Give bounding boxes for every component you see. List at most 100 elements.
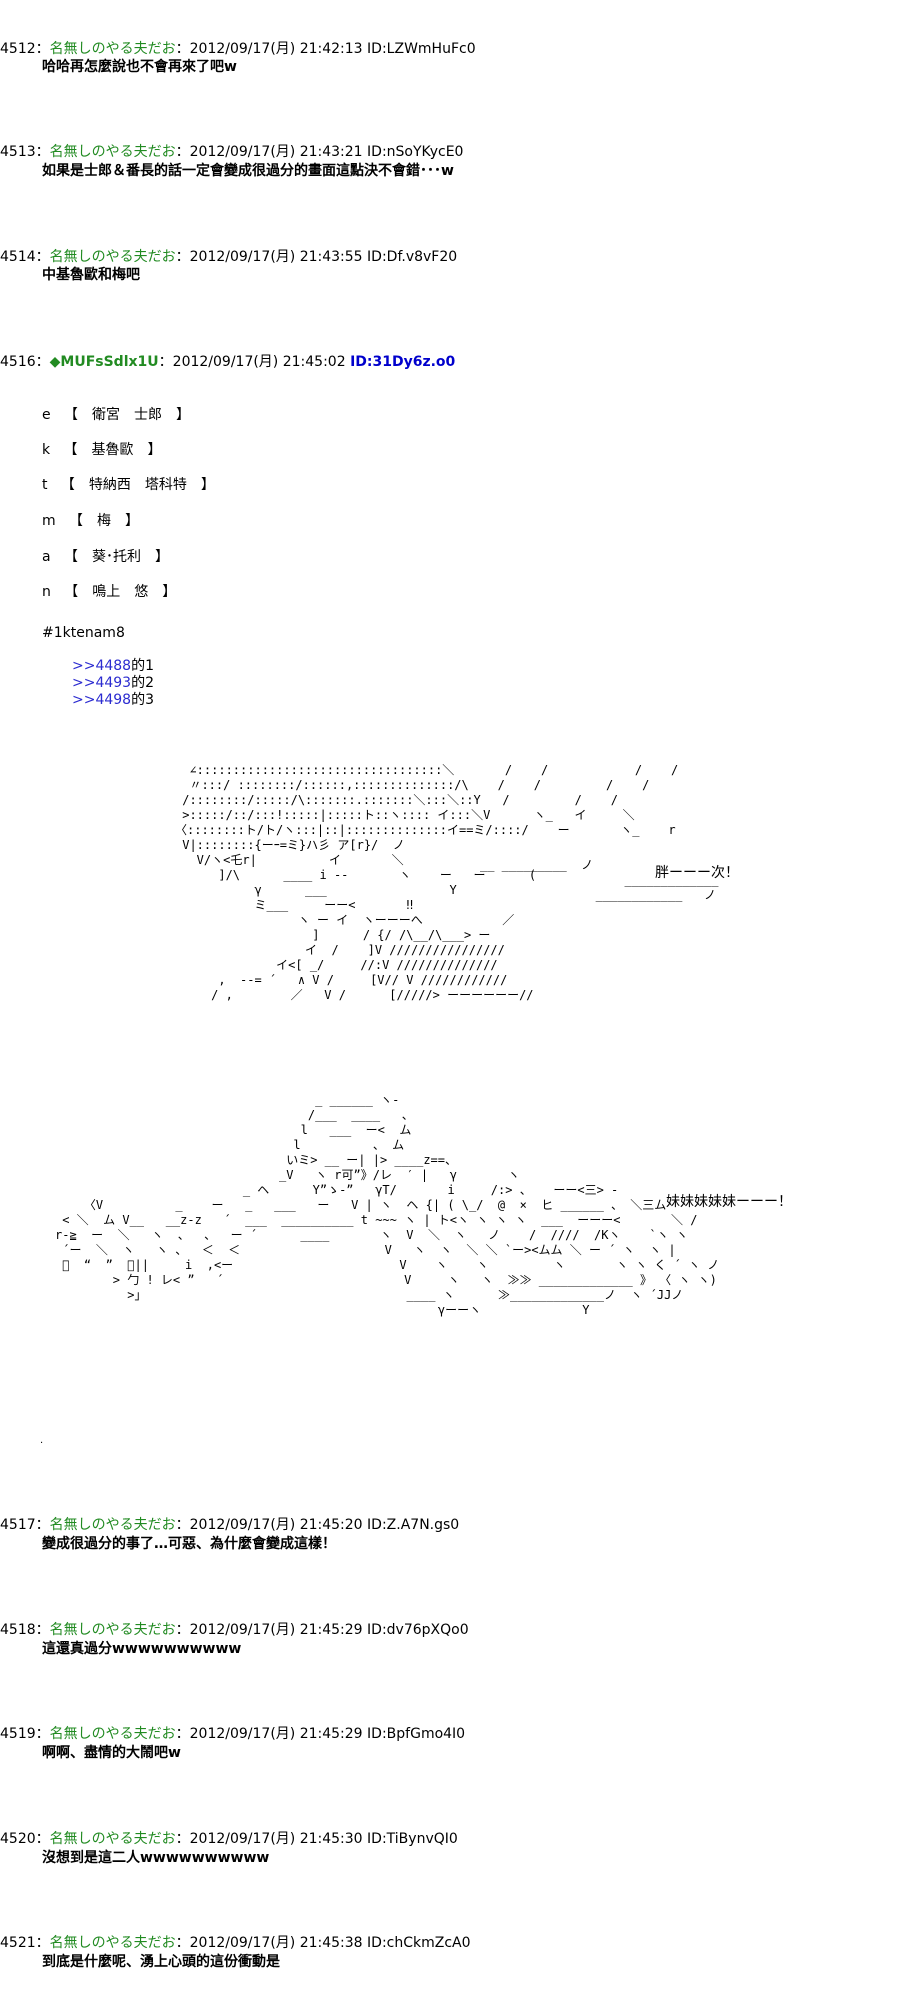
poster-id: ID:Df.v8vF20: [367, 249, 458, 265]
separator: ：: [35, 1622, 50, 1638]
poster-id[interactable]: ID:31Dy6z.o0: [350, 354, 456, 370]
post-body-4512: 哈哈再怎麼說也不會再來了吧w: [42, 59, 237, 75]
post-datetime: 2012/09/17(月) 21:42:13: [189, 41, 363, 57]
poster-name[interactable]: 名無しのやる夫だお: [49, 41, 176, 57]
post-body-4517: 變成很過分的事了…可惡、為什麼會變成這樣！: [42, 1536, 336, 1552]
role-value: 【 葵･托利 】: [63, 549, 169, 565]
post-header-4516: 4516：◆MUFsSdlx1U：2012/09/17(月) 21:45:02 …: [0, 353, 455, 371]
poster-name[interactable]: 名無しのやる夫だお: [49, 1831, 176, 1847]
post-datetime: 2012/09/17(月) 21:45:38: [189, 1935, 363, 1951]
poster-name[interactable]: 名無しのやる夫だお: [49, 1517, 176, 1533]
role-value: 【 特納西 塔科特 】: [60, 477, 215, 493]
separator: ：: [175, 144, 190, 160]
anchor-line: >>4498的3: [72, 692, 154, 708]
poster-trip[interactable]: ◆MUFsSdlx1U: [49, 354, 159, 370]
ascii-art-1-lines: __ _________ ノ _____________ ___________…: [480, 858, 719, 902]
separator: ：: [175, 41, 190, 57]
separator: ：: [35, 354, 50, 370]
separator: ：: [35, 249, 50, 265]
post-body-4513: 如果是士郎＆番長的話一定會變成很過分的畫面這點決不會錯･･･w: [42, 163, 454, 179]
ascii-art-1: ∠::::::::::::::::::::::::::::::::::＼ / /…: [175, 763, 679, 1002]
post-body-4521: 到底是什麼呢、湧上心頭的這份衝動是: [42, 1954, 280, 1970]
poster-id: ID:BpfGmo4I0: [367, 1726, 466, 1742]
poster-id: ID:dv76pXQo0: [367, 1622, 469, 1638]
post-datetime: 2012/09/17(月) 21:43:21: [189, 144, 363, 160]
role-key: k: [42, 442, 51, 458]
post-number: 4513: [0, 144, 36, 160]
post-tag: #1ktenam8: [42, 625, 125, 641]
role-line: t 【 特納西 塔科特 】: [42, 476, 215, 494]
role-key: n: [42, 584, 51, 600]
anchor-link[interactable]: >>4498: [72, 692, 132, 708]
role-value: 【 基魯歐 】: [63, 442, 162, 458]
anchor-link[interactable]: >>4493: [72, 675, 132, 691]
post-datetime: 2012/09/17(月) 21:45:29: [189, 1622, 363, 1638]
poster-id: ID:TiBynvQI0: [367, 1831, 458, 1847]
post-number: 4518: [0, 1622, 36, 1638]
post-datetime: 2012/09/17(月) 21:45:20: [189, 1517, 363, 1533]
post-body-4520: 沒想到是這二人wwwwwwwwww: [42, 1850, 270, 1866]
art-caption-2: 妹妹妹妹妹ーーー！: [666, 1194, 792, 1210]
ascii-art-2: _ ______ ヽ- /___ ____ 、 l ___ ー< ム l 、 ム…: [55, 1093, 720, 1317]
role-key: m: [42, 513, 56, 529]
role-line: n 【 鳴上 悠 】: [42, 583, 176, 601]
anchor-line: >>4493的2: [72, 675, 154, 691]
separator: ：: [158, 354, 173, 370]
post-number: 4520: [0, 1831, 36, 1847]
separator: ：: [175, 1935, 190, 1951]
anchor-link[interactable]: >>4488: [72, 658, 132, 674]
role-key: e: [42, 407, 51, 423]
post-header-4514: 4514：名無しのやる夫だお：2012/09/17(月) 21:43:55 ID…: [0, 248, 457, 266]
separator: ：: [35, 1726, 50, 1742]
post-datetime: 2012/09/17(月) 21:45:29: [189, 1726, 363, 1742]
poster-id: ID:LZWmHuFc0: [367, 41, 476, 57]
separator: ：: [175, 1726, 190, 1742]
role-line: e 【 衛宮 士郎 】: [42, 406, 190, 424]
separator: ：: [175, 1622, 190, 1638]
anchor-line: >>4488的1: [72, 658, 154, 674]
post-number: 4514: [0, 249, 36, 265]
stray-mark: ·: [40, 1438, 44, 1449]
poster-name[interactable]: 名無しのやる夫だお: [49, 1726, 176, 1742]
separator: ：: [35, 144, 50, 160]
post-header-4521: 4521：名無しのやる夫だお：2012/09/17(月) 21:45:38 ID…: [0, 1934, 471, 1952]
post-number: 4517: [0, 1517, 36, 1533]
anchor-suffix: 的2: [131, 675, 155, 691]
role-key: t: [42, 477, 48, 493]
poster-name[interactable]: 名無しのやる夫だお: [49, 1622, 176, 1638]
anchor-suffix: 的3: [131, 692, 155, 708]
post-number: 4512: [0, 41, 36, 57]
poster-name[interactable]: 名無しのやる夫だお: [49, 144, 176, 160]
poster-id: ID:chCkmZcA0: [367, 1935, 471, 1951]
post-datetime: 2012/09/17(月) 21:45:02: [172, 354, 346, 370]
post-datetime: 2012/09/17(月) 21:45:30: [189, 1831, 363, 1847]
separator: ：: [35, 1831, 50, 1847]
role-value: 【 梅 】: [69, 513, 139, 529]
poster-name[interactable]: 名無しのやる夫だお: [49, 249, 176, 265]
post-header-4518: 4518：名無しのやる夫だお：2012/09/17(月) 21:45:29 ID…: [0, 1621, 469, 1639]
separator: ：: [35, 41, 50, 57]
anchor-suffix: 的1: [131, 658, 155, 674]
role-line: a 【 葵･托利 】: [42, 548, 169, 566]
role-key: a: [42, 549, 51, 565]
post-number: 4519: [0, 1726, 36, 1742]
role-value: 【 衛宮 士郎 】: [63, 407, 190, 423]
separator: ：: [175, 1517, 190, 1533]
post-header-4519: 4519：名無しのやる夫だお：2012/09/17(月) 21:45:29 ID…: [0, 1725, 465, 1743]
role-value: 【 鳴上 悠 】: [64, 584, 177, 600]
post-header-4517: 4517：名無しのやる夫だお：2012/09/17(月) 21:45:20 ID…: [0, 1516, 459, 1534]
separator: ：: [35, 1517, 50, 1533]
post-header-4512: 4512：名無しのやる夫だお：2012/09/17(月) 21:42:13 ID…: [0, 40, 476, 58]
poster-id: ID:nSoYKycE0: [367, 144, 464, 160]
separator: ：: [35, 1935, 50, 1951]
post-body-4519: 啊啊、盡情的大鬧吧w: [42, 1745, 181, 1761]
poster-id: ID:Z.A7N.gs0: [367, 1517, 460, 1533]
post-number: 4516: [0, 354, 36, 370]
poster-name[interactable]: 名無しのやる夫だお: [49, 1935, 176, 1951]
role-line: m 【 梅 】: [42, 512, 139, 530]
post-number: 4521: [0, 1935, 36, 1951]
post-datetime: 2012/09/17(月) 21:43:55: [189, 249, 363, 265]
art-caption-1: 胖ーーー次！: [655, 865, 739, 881]
post-header-4513: 4513：名無しのやる夫だお：2012/09/17(月) 21:43:21 ID…: [0, 143, 463, 161]
post-body-4518: 這還真過分wwwwwwwwww: [42, 1641, 242, 1657]
